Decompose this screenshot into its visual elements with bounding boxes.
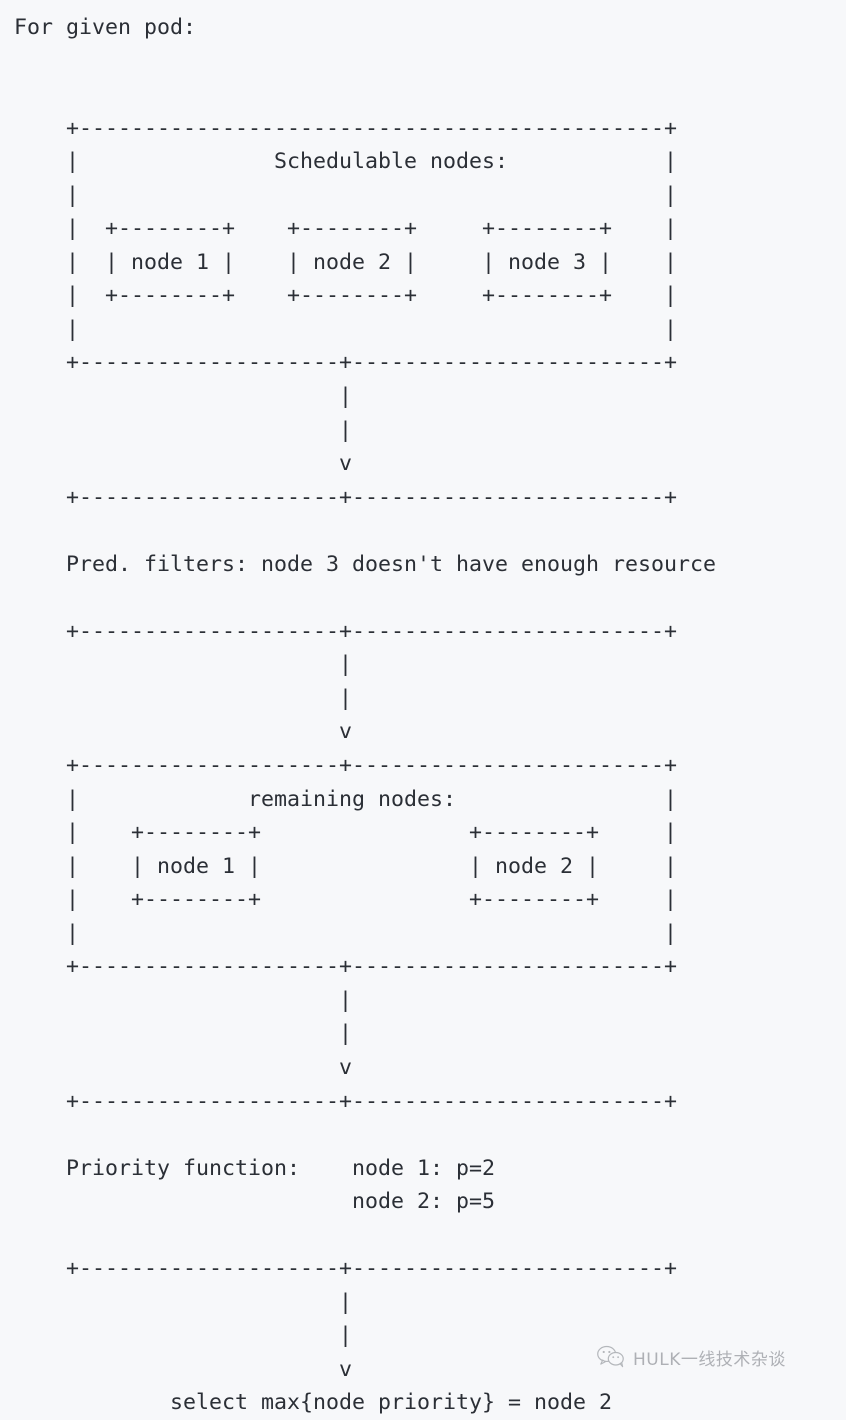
ascii-diagram: For given pod: +------------------------… xyxy=(14,15,717,1416)
